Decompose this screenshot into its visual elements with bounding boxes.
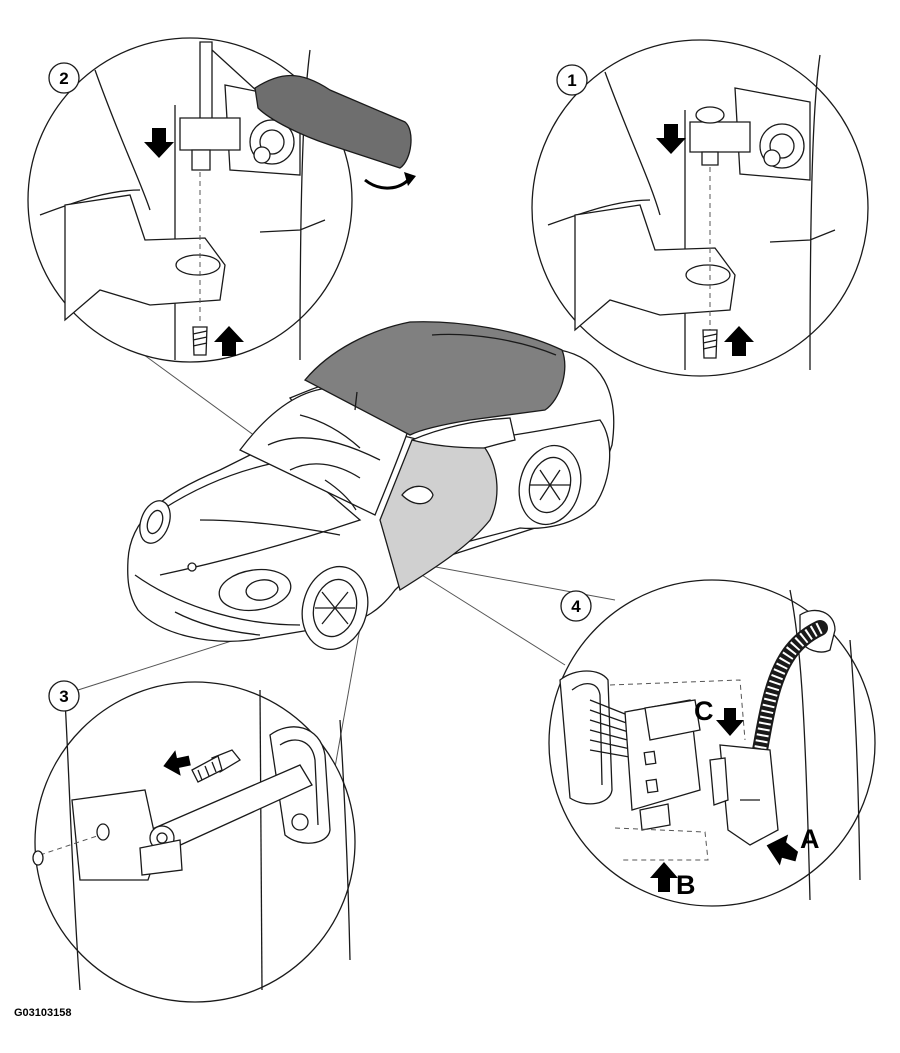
up-arrow-icon [724, 326, 754, 356]
detail-1-hinge-pin: 1 [531, 39, 869, 377]
up-arrow-icon [214, 326, 244, 356]
soft-top-roof [303, 321, 566, 436]
callout-number-4: 4 [571, 597, 581, 616]
detail-2-hinge-removal: 2 [27, 37, 416, 363]
left-arrow-icon [163, 750, 191, 776]
detail-4-wiring-connector: C B A 4 [548, 579, 876, 907]
allen-key-handle [254, 74, 412, 169]
label-a: A [800, 824, 820, 854]
down-arrow-icon [716, 708, 744, 736]
label-b: B [676, 870, 696, 900]
door-panel [379, 439, 498, 592]
left-arrow-icon [766, 834, 799, 866]
detail-3-door-check-strap: 3 [32, 680, 356, 1003]
figure-id: G03103158 [14, 1007, 72, 1019]
car-illustration [127, 321, 615, 651]
down-arrow-icon [656, 124, 686, 154]
callout-number-1: 1 [567, 71, 576, 90]
label-c: C [694, 696, 714, 726]
down-arrow-icon [144, 128, 174, 158]
up-arrow-icon [650, 862, 678, 892]
curved-rotate-arrow-icon [364, 176, 412, 190]
callout-number-2: 2 [59, 69, 68, 88]
callout-number-3: 3 [59, 687, 68, 706]
